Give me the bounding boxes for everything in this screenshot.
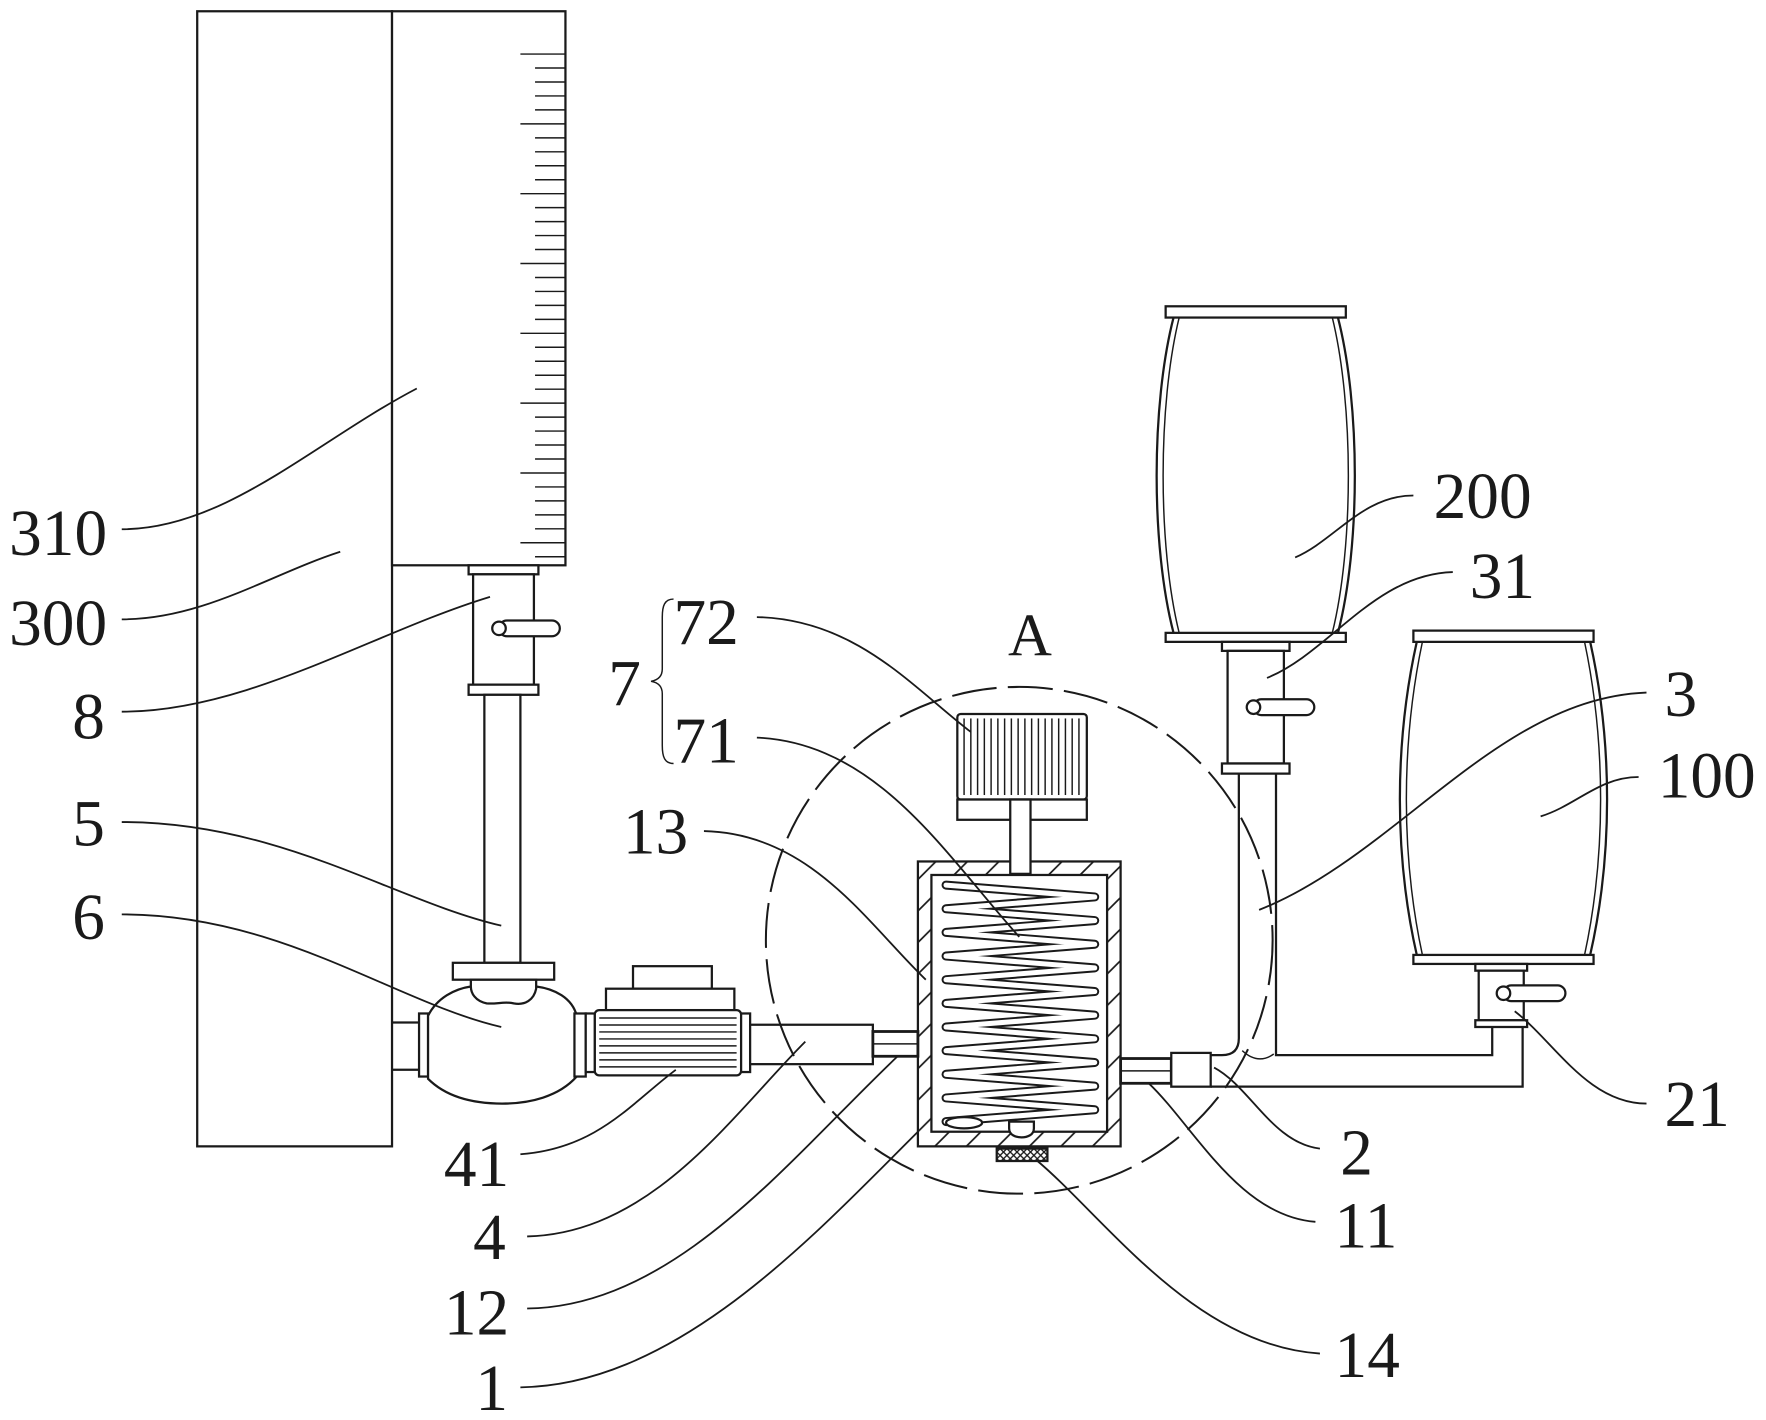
label-200: 200: [1434, 461, 1532, 533]
barrel-200-bottom: [1166, 633, 1346, 642]
label-3: 3: [1665, 659, 1698, 731]
panel-300: [197, 11, 392, 1146]
label-2: 2: [1340, 1118, 1373, 1190]
label-100: 100: [1658, 740, 1756, 812]
barrel-100-bottom: [1413, 955, 1593, 964]
label-14: 14: [1335, 1320, 1400, 1392]
label-1: 1: [475, 1353, 508, 1420]
motor-72-shaft: [1010, 800, 1030, 874]
label-13: 13: [623, 797, 688, 869]
pump-left-flange: [419, 1013, 428, 1076]
valve-31-bottom-flange: [1222, 763, 1290, 773]
motor-right-cap: [741, 1013, 750, 1072]
valve-31-handle: [1253, 699, 1314, 715]
label-41: 41: [444, 1129, 509, 1201]
label-5: 5: [72, 789, 105, 861]
valve-31-stem: [1247, 700, 1261, 714]
pipe-4: [750, 1025, 873, 1064]
graduated-cylinder-310: [392, 11, 565, 565]
valve-21-handle: [1503, 985, 1565, 1001]
label-8: 8: [72, 682, 105, 754]
base-14: [997, 1149, 1048, 1161]
barrel-200-top: [1166, 306, 1346, 317]
label-11: 11: [1335, 1191, 1398, 1263]
motor-left-cap: [586, 1013, 595, 1072]
valve-31-top-flange: [1222, 642, 1290, 651]
barrel-100-top: [1413, 631, 1593, 642]
pump-inlet-flange: [453, 963, 554, 980]
coil-end: [946, 1117, 982, 1128]
pump-body: [428, 986, 577, 1103]
motor-top-cover: [633, 966, 712, 989]
motor-top-box: [606, 989, 734, 1010]
tank-bottom-tab: [1009, 1122, 1034, 1138]
pump-right-flange: [574, 1013, 585, 1076]
valve-21-bottom-flange: [1475, 1020, 1527, 1027]
label-7: 7: [608, 648, 641, 720]
valve-21-stem: [1497, 986, 1511, 1000]
motor-body: [595, 1010, 741, 1075]
motor-72-body: [957, 714, 1087, 800]
label-310: 310: [9, 498, 107, 570]
valve-bottom-flange: [469, 685, 539, 695]
tank-1: [918, 861, 1121, 1161]
valve-handle: [499, 620, 560, 636]
label-300: 300: [9, 588, 107, 660]
label-a: A: [1008, 602, 1052, 669]
label-72: 72: [674, 587, 739, 659]
label-71: 71: [674, 705, 739, 777]
label-12: 12: [444, 1277, 509, 1349]
pump-neck: [471, 980, 536, 1004]
pipe-2-end: [1171, 1053, 1210, 1087]
label-4: 4: [473, 1202, 506, 1274]
label-31: 31: [1470, 541, 1535, 613]
label-21: 21: [1665, 1069, 1730, 1141]
valve-top-flange: [469, 565, 539, 574]
label-6: 6: [72, 882, 105, 954]
valve-stem: [492, 622, 506, 636]
